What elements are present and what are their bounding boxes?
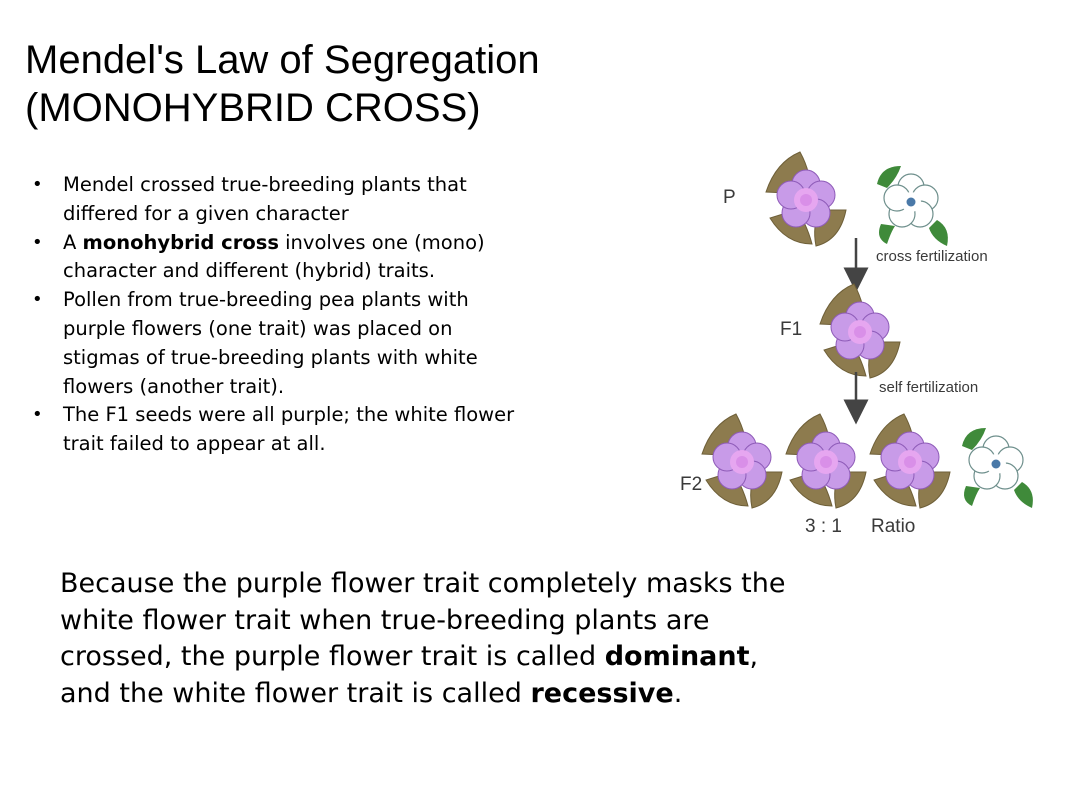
conclusion-text: crossed, the purple flower trait is call… [60, 641, 605, 672]
conclusion-line: white flower trait when true-breeding pl… [60, 604, 710, 636]
bullet-bold-term: monohybrid cross [82, 230, 279, 254]
f1-generation-label: F1 [780, 319, 802, 340]
bullet-line: stigmas of true-breeding plants with whi… [63, 345, 478, 369]
bullet-line: The F1 seeds were all purple; the white … [63, 403, 515, 427]
bullet-icon: • [32, 174, 43, 195]
bullet-line: character and different (hybrid) traits. [63, 259, 436, 283]
bullet-icon: • [32, 404, 43, 426]
white-flower-icon [876, 165, 949, 247]
conclusion-text: , [749, 641, 759, 672]
bullet-item: • Pollen from true-breeding pea plants w… [32, 286, 672, 401]
purple-flower-icon [765, 151, 847, 247]
bullet-item: • A monohybrid cross involves one (mono)… [32, 229, 672, 287]
conclusion-line: and the white flower trait is called rec… [60, 676, 1020, 713]
bullet-text: involves one (mono) [278, 230, 485, 254]
bullet-icon: • [32, 289, 43, 311]
f2-generation-label: F2 [680, 474, 702, 495]
purple-flower-icon [701, 413, 783, 509]
bullet-item: • Mendel crossed true-breeding plants th… [32, 171, 672, 229]
bullet-line: A monohybrid cross involves one (mono) [63, 229, 672, 258]
cross-fertilization-label: cross fertilization [876, 248, 988, 265]
purple-flower-icon [785, 413, 867, 509]
bullet-line: flowers (another trait). [63, 374, 285, 398]
self-fertilization-label: self fertilization [879, 379, 978, 396]
title-line-1: Mendel's Law of Segregation [25, 38, 540, 82]
cross-diagram-svg: P cross fertilization F1 self fertilizat… [680, 151, 1034, 537]
conclusion-text: and the white flower trait is called [60, 677, 531, 709]
bullet-text: A [63, 230, 83, 254]
monohybrid-cross-diagram: P cross fertilization F1 self fertilizat… [668, 150, 1060, 546]
bullet-line: Mendel crossed true-breeding plants that [63, 173, 467, 196]
bullet-line: differed for a given character [63, 201, 349, 225]
conclusion-line: Because the purple flower trait complete… [60, 568, 786, 599]
bullet-list: • Mendel crossed true-breeding plants th… [32, 171, 672, 459]
bullet-item: • The F1 seeds were all purple; the whit… [32, 401, 672, 459]
slide-title: Mendel's Law of Segregation (MONOHYBRID … [25, 36, 725, 132]
conclusion-text: . [673, 677, 683, 709]
ratio-label: Ratio [871, 516, 915, 537]
purple-flower-icon [869, 413, 951, 509]
conclusion-paragraph: Because the purple flower trait complete… [60, 566, 1020, 712]
white-flower-icon [961, 427, 1034, 509]
ratio-value: 3 : 1 [805, 516, 842, 537]
bullet-icon: • [32, 231, 43, 253]
bullet-line: purple flowers (one trait) was placed on [63, 316, 453, 340]
conclusion-line: crossed, the purple flower trait is call… [60, 639, 1020, 676]
purple-flower-icon [819, 283, 901, 379]
recessive-term: recessive [530, 677, 674, 709]
dominant-term: dominant [604, 641, 750, 672]
bullet-line: trait failed to appear at all. [63, 432, 326, 456]
p-generation-label: P [723, 187, 736, 208]
title-line-2: (MONOHYBRID CROSS) [25, 86, 481, 130]
bullet-line: Pollen from true-breeding pea plants wit… [63, 288, 469, 312]
